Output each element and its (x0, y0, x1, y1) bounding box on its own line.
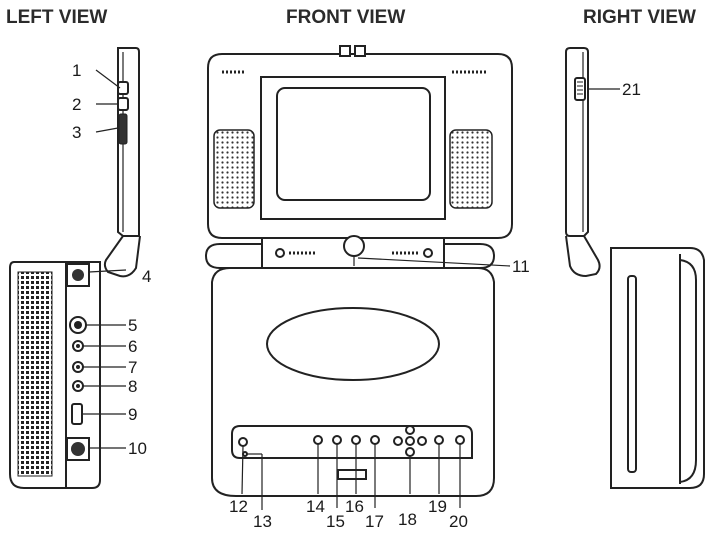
left-speaker-grill (17, 271, 53, 477)
left-view-drawing (9, 47, 141, 489)
callout-11: 11 (512, 257, 530, 276)
indicator-13 (242, 451, 248, 457)
button-15 (332, 435, 342, 445)
nav-down (405, 447, 415, 457)
right-hinge-arm (565, 235, 601, 278)
hinge-left-knuckle (204, 243, 262, 269)
right-view-title: RIGHT VIEW (583, 7, 696, 28)
switch-9 (71, 403, 83, 425)
right-lid-speaker (449, 129, 493, 209)
button-19 (434, 435, 444, 445)
callout-13: 13 (253, 512, 272, 531)
callout-20: 20 (449, 512, 468, 531)
button-14 (313, 435, 323, 445)
button-20 (455, 435, 465, 445)
left-control-2 (117, 97, 129, 111)
port-8-hole (76, 384, 80, 388)
player-base (211, 267, 495, 497)
port-10-hole (71, 442, 85, 456)
disc-lid-window (266, 307, 440, 381)
control-panel (231, 425, 473, 459)
right-screen-profile (565, 47, 589, 237)
callout-10: 10 (128, 439, 147, 458)
button-17 (370, 435, 380, 445)
left-view-title: LEFT VIEW (6, 7, 107, 28)
callout-3: 3 (72, 123, 81, 142)
callout-15: 15 (326, 512, 345, 531)
port-5-hole (74, 321, 82, 329)
callout-1: 1 (72, 61, 81, 80)
callout-19: 19 (428, 497, 447, 516)
port-4-hole (72, 269, 84, 281)
disc-slot (627, 275, 637, 473)
callout-17: 17 (365, 512, 384, 531)
screen-lid (207, 53, 513, 239)
callout-21: 21 (622, 80, 641, 99)
hinge-screw-left (275, 248, 285, 258)
left-base-body (9, 261, 101, 489)
nav-up (405, 425, 415, 435)
port-7-hole (76, 365, 80, 369)
callout-16: 16 (345, 497, 364, 516)
left-hinge-arm (103, 235, 141, 278)
button-12 (238, 437, 248, 447)
front-view-drawing (204, 45, 513, 510)
disc-slot-latch (337, 469, 367, 480)
callout-14: 14 (306, 497, 325, 516)
callout-6: 6 (128, 337, 137, 356)
callout-7: 7 (128, 358, 137, 377)
right-base-edge (679, 259, 697, 483)
right-control-21 (574, 77, 586, 101)
right-base-body (610, 247, 705, 489)
callout-18: 18 (398, 510, 417, 529)
lid-latch-left (339, 45, 351, 57)
left-control-3 (118, 113, 128, 145)
right-view-drawing (565, 47, 705, 489)
left-control-1 (117, 81, 129, 95)
button-16 (351, 435, 361, 445)
callout-9: 9 (128, 405, 137, 424)
hinge-screw-right (423, 248, 433, 258)
nav-enter (405, 436, 415, 446)
lid-latch-right (354, 45, 366, 57)
callout-8: 8 (128, 377, 137, 396)
nav-left (393, 436, 403, 446)
swivel-knob-11 (343, 235, 365, 257)
port-6-hole (76, 344, 80, 348)
callout-2: 2 (72, 95, 81, 114)
front-view-title: FRONT VIEW (286, 7, 405, 28)
callout-12: 12 (229, 497, 248, 516)
nav-right (417, 436, 427, 446)
lcd-screen (276, 87, 431, 201)
left-lid-speaker (213, 129, 255, 209)
left-screen-profile (117, 47, 140, 237)
callout-4: 4 (142, 267, 151, 286)
hinge-right-knuckle (444, 243, 496, 269)
screen-bezel (260, 76, 446, 220)
callout-5: 5 (128, 316, 137, 335)
